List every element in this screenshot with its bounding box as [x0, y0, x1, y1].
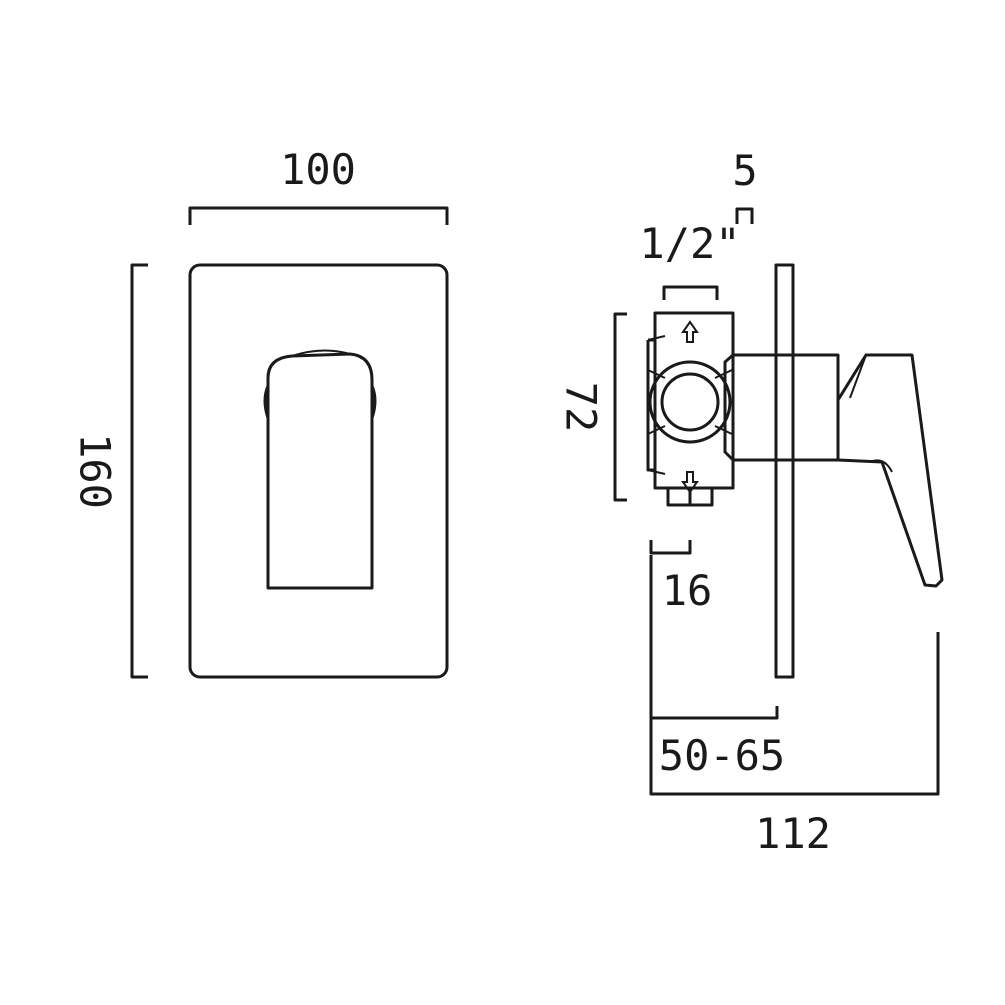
valve-outlet-inner-ring: [660, 372, 720, 432]
dimension-line-width: [188, 206, 449, 225]
lever-handle-side-detail: [849, 354, 893, 473]
dimension-line-plate-thickness: [735, 207, 754, 224]
spindle-sleeve-collar: [723, 353, 735, 462]
flow-down-arrow-icon: [681, 471, 699, 494]
dimension-line-thread: [662, 285, 719, 300]
valve-body-ribs: [647, 369, 733, 435]
lever-handle-top-edge: [291, 349, 351, 357]
side-view: 5 1/2" 72: [557, 146, 944, 858]
dimension-line-depth-range: [649, 555, 779, 720]
dimension-label-width: 100: [280, 145, 356, 194]
dimension-line-offset: [649, 540, 692, 555]
dimension-label-thread: 1/2": [639, 219, 740, 268]
dimension-label-plate-thickness: 5: [732, 146, 757, 195]
lever-handle-side-right: [370, 385, 377, 419]
spindle-sleeve: [733, 353, 840, 462]
cover-plate-side: [774, 263, 795, 679]
cover-plate-outline: [188, 263, 449, 679]
valve-outlet-outer-ring: [648, 360, 732, 444]
dimension-label-height: 160: [71, 433, 120, 509]
dimension-label-total-depth: 112: [755, 809, 831, 858]
lever-handle-side-left: [263, 385, 270, 419]
dimension-label-depth-range: 50-65: [659, 731, 785, 780]
dimension-line-total-depth: [649, 632, 940, 796]
dimension-line-body-height: [613, 312, 627, 502]
lever-handle-side: [836, 353, 944, 588]
dimension-line-height: [130, 263, 148, 679]
valve-bottom-tails: [666, 488, 714, 507]
front-view: 100 160: [71, 145, 449, 679]
dimension-label-offset: 16: [662, 566, 713, 615]
dimension-label-body-height: 72: [557, 382, 606, 433]
lever-handle-front: [266, 352, 374, 590]
flow-up-arrow-icon: [681, 320, 699, 343]
valve-inlet-flange: [647, 335, 666, 475]
